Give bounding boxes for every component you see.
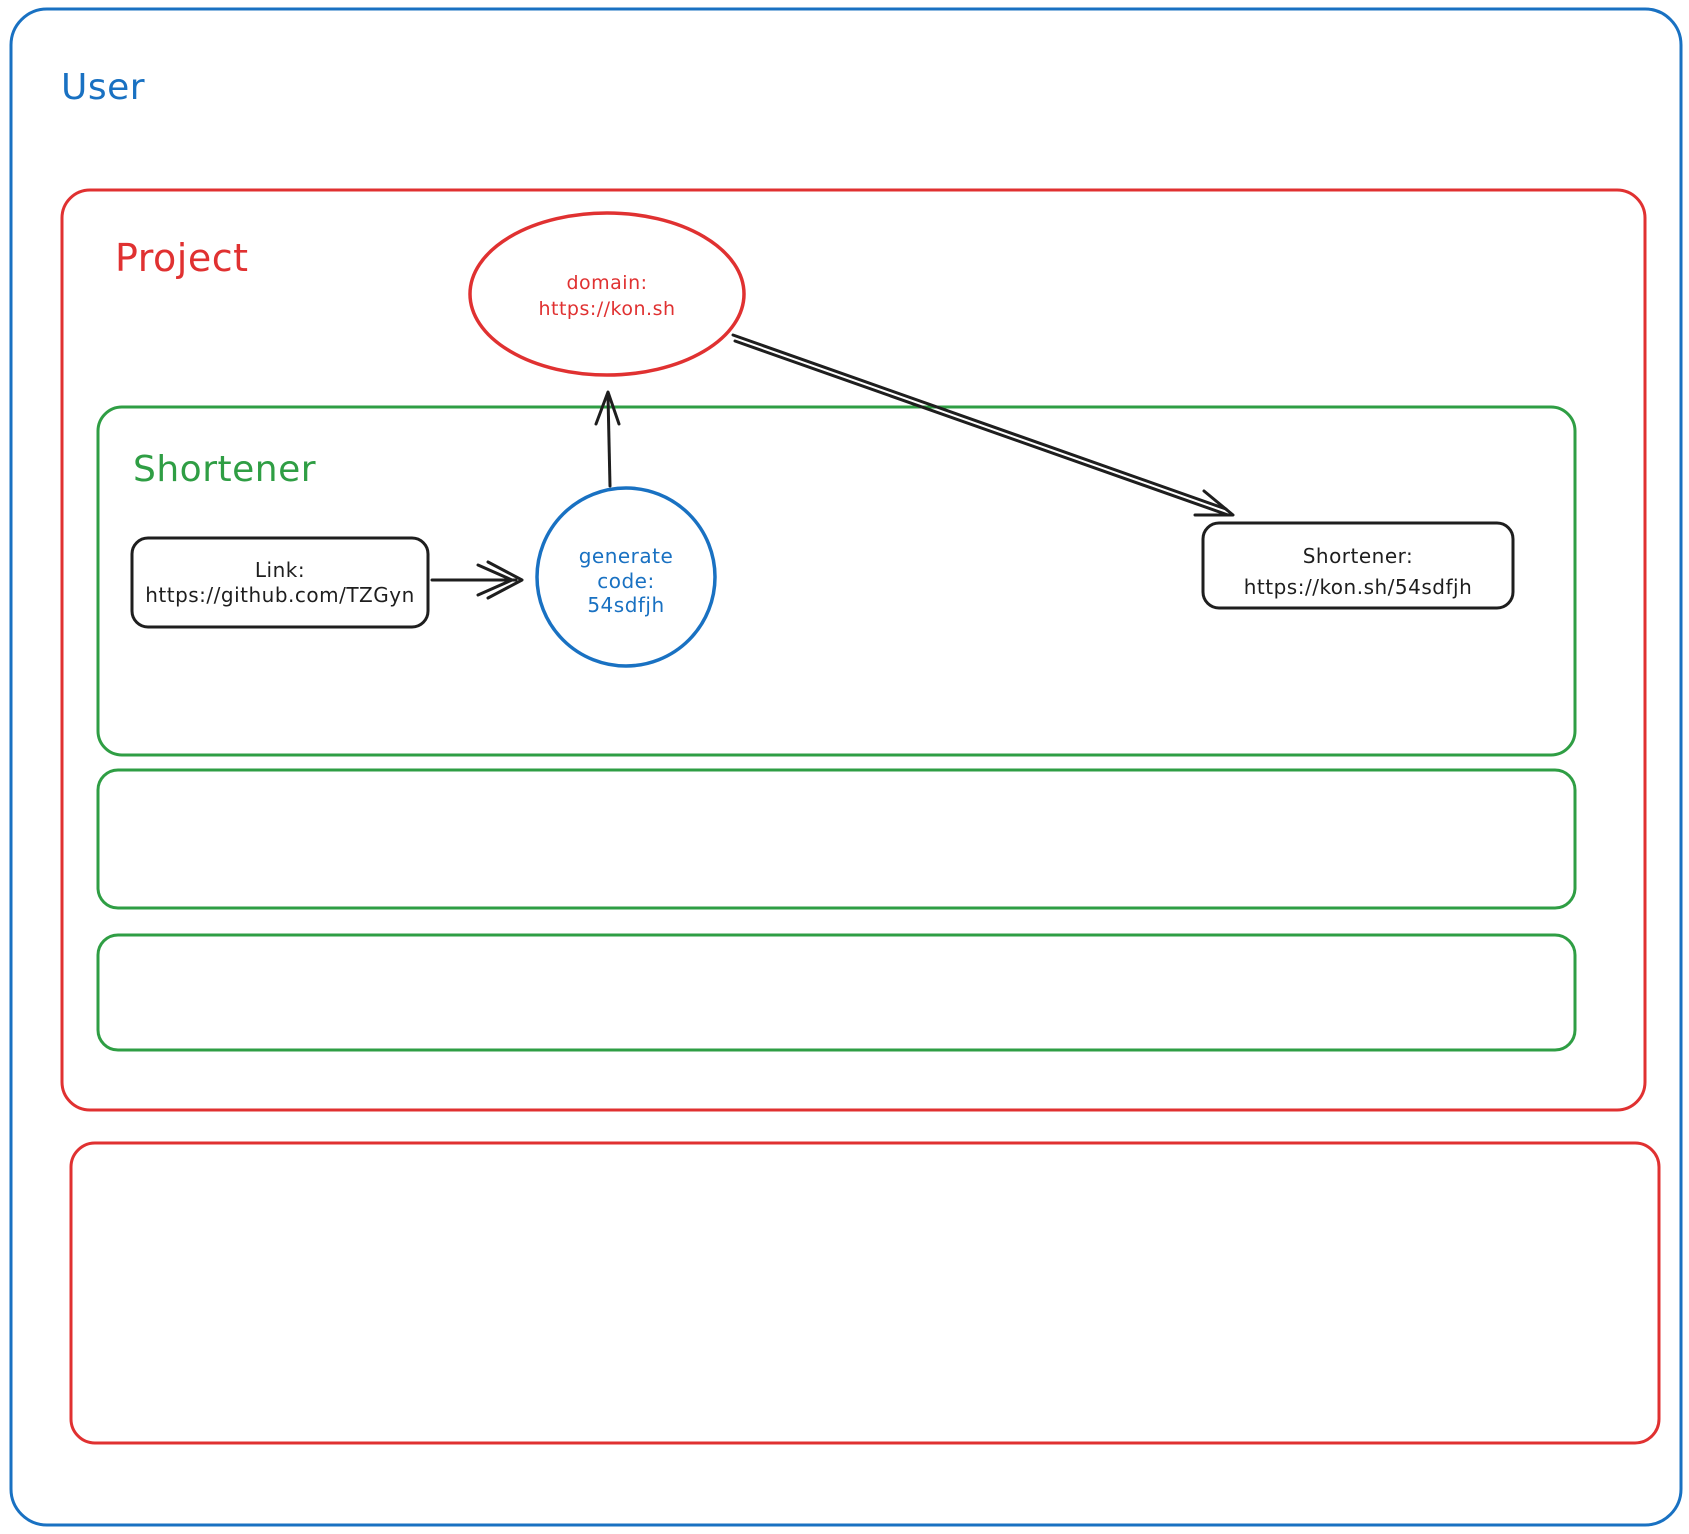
arrowhead-icon [486,560,524,600]
link-label-line2: https://github.com/TZGyn [145,583,415,607]
generate-code-node: generate code: 54sdfjh [535,486,717,668]
domain-label-line2: https://kon.sh [538,298,675,320]
user-label: User [61,67,145,108]
shortener-container-box [96,405,1577,757]
arrow-link-to-generate-icon [430,560,524,600]
arrowhead-icon [594,390,621,426]
generate-label-line3: 54sdfjh [587,593,664,617]
arrow-domain-to-result-icon [731,333,1235,517]
project-container-box [60,188,1647,1112]
generate-label-line2: code: [597,569,654,593]
arrow-shaft-top [731,333,1228,511]
generate-code-circle [535,486,717,668]
link-node-box [130,536,430,629]
arrow-generate-to-domain-icon [594,390,621,488]
domain-ellipse [468,211,746,377]
result-node: Shortener: https://kon.sh/54sdfjh [1201,521,1515,610]
result-node-box [1201,521,1515,610]
empty-red-panel [69,1141,1661,1445]
domain-label-line1: domain: [566,272,647,294]
domain-ellipse-node: domain: https://kon.sh [468,211,746,377]
empty-green-panel-2 [96,933,1577,1052]
empty-green-panel-1 [96,768,1577,910]
link-node: Link: https://github.com/TZGyn [130,536,430,629]
project-label: Project [115,236,249,280]
link-label-line1: Link: [255,558,305,582]
arrowhead-icon [1193,489,1235,517]
arrow-shaft-bottom [733,339,1230,517]
user-container-box [9,7,1683,1527]
arrowhead-inner-icon [476,563,514,597]
result-label-line2: https://kon.sh/54sdfjh [1244,575,1473,599]
generate-label-line1: generate [579,544,674,568]
shortener-label: Shortener [133,449,316,490]
arrow-shaft [606,394,612,488]
result-label-line1: Shortener: [1303,544,1414,568]
